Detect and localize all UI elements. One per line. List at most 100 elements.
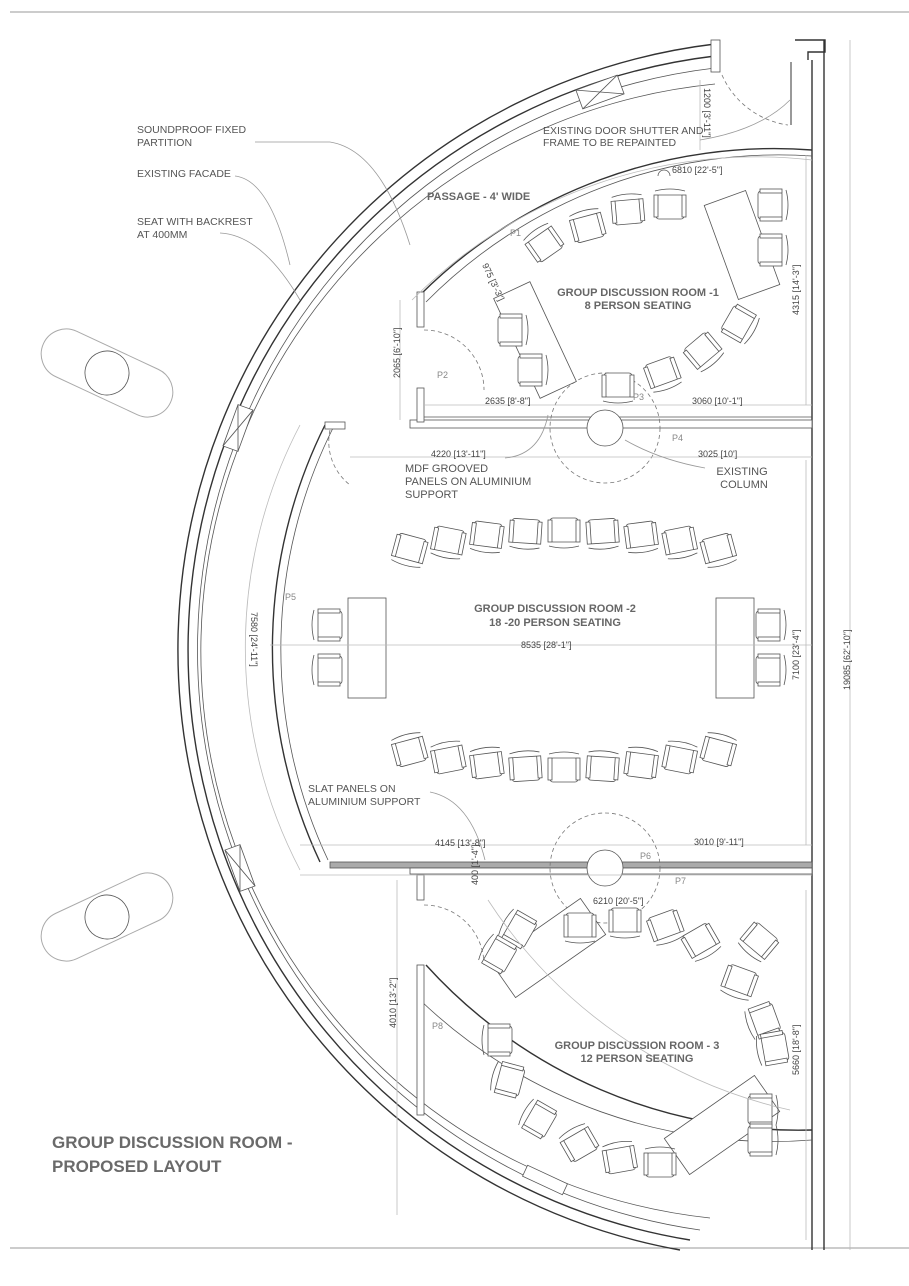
chair (757, 233, 789, 267)
chair (469, 746, 505, 780)
dim-left-low: 4145 [13'-8"] (435, 838, 485, 848)
annotation-leaders (219, 99, 791, 861)
dim-right-low: 3010 [9'-11"] (694, 837, 744, 847)
dim-left-top: 2635 [8'-8"] (485, 396, 530, 406)
dim-right-mid: 3025 [10'] (698, 449, 737, 459)
room2-door-swing[interactable] (328, 429, 351, 486)
chair (497, 313, 529, 347)
chair (547, 751, 581, 783)
arc-symbol-icon (657, 169, 671, 177)
column-clearance-top (549, 372, 661, 484)
room2-seating: 18 -20 PERSON SEATING (489, 617, 621, 629)
dimension-lines (244, 40, 851, 1250)
room1-door-swing[interactable] (423, 329, 485, 391)
chairs (311, 188, 790, 1178)
chair (508, 750, 543, 782)
chair (756, 1030, 790, 1067)
chair (469, 520, 505, 554)
chair (661, 740, 699, 775)
drawing-title-line1: GROUP DISCUSSION ROOM - (52, 1133, 293, 1152)
existing-column-bottom (586, 849, 624, 887)
chair (429, 525, 467, 560)
column-clearance-bottom (549, 812, 661, 924)
chair (737, 921, 780, 963)
panel-tags: P1 P2 P3 P4 P5 P6 P7 P8 (285, 228, 686, 1031)
chair (643, 1146, 677, 1178)
chair (523, 222, 565, 263)
passage-label: PASSAGE - 4' WIDE (427, 191, 530, 203)
dim-room2-depth: 7100 [23'-4"] (791, 630, 801, 680)
panel-tag-p2: P2 (437, 370, 448, 380)
dim-door-width: 1200 [3'-11"] (702, 88, 712, 138)
dim-gap: 400 [1'-4"] (470, 845, 480, 885)
panel-tag-p1: P1 (510, 228, 521, 238)
slat-panel-wall (329, 861, 813, 901)
exterior-columns (40, 328, 174, 962)
room1-name: GROUP DISCUSSION ROOM -1 (557, 287, 719, 299)
dim-room2-arc: 7580 [24'-11"] (249, 612, 259, 667)
chair (755, 608, 787, 642)
chair (747, 1123, 779, 1157)
panel-tag-p8: P8 (432, 1021, 443, 1031)
dim-room1-depth: 4315 [14'-3"] (791, 265, 801, 315)
room3-door-swing[interactable] (423, 904, 485, 966)
tables (347, 189, 781, 1176)
chair (608, 907, 642, 939)
chair (757, 188, 789, 222)
chair (568, 208, 607, 243)
panel-tag-p6: P6 (640, 851, 651, 861)
chair (623, 746, 659, 780)
chair (699, 533, 738, 568)
room2-name: GROUP DISCUSSION ROOM -2 (474, 603, 636, 615)
chair (311, 653, 343, 687)
chair (490, 1060, 525, 1099)
chair (429, 740, 467, 775)
drawing-title-line2: PROPOSED LAYOUT (52, 1157, 222, 1176)
chair (643, 356, 682, 393)
dim-p1-offset: 975 [3'-3"] (480, 262, 506, 303)
facade-window-markers (222, 74, 625, 1196)
chair (390, 533, 429, 568)
panel-tag-p7: P7 (675, 876, 686, 886)
existing-column-top (586, 409, 624, 447)
dim-room1-arc: 6810 [22'-5"] (672, 165, 722, 175)
chair (311, 608, 343, 642)
dim-room3-depth: 5660 [18'-8"] (791, 1025, 801, 1075)
note-existing-facade: EXISTING FACADE (137, 168, 231, 180)
chair (390, 732, 429, 767)
dim-room3-arc: 6210 [20'-5"] (593, 896, 643, 906)
door-swing[interactable] (721, 74, 789, 126)
chair (680, 922, 722, 962)
room3-name: GROUP DISCUSSION ROOM - 3 (555, 1040, 720, 1052)
chair (661, 525, 699, 560)
dim-p8-height: 4010 [13'-2"] (388, 978, 398, 1028)
dim-right-top: 3060 [10'-1"] (692, 396, 742, 406)
chair (478, 933, 518, 975)
room3-seating: 12 PERSON SEATING (581, 1053, 694, 1065)
chair (547, 517, 581, 549)
right-wall (811, 40, 825, 1250)
chair (699, 732, 738, 767)
dim-left-mid: 4220 [13'-11"] (431, 449, 486, 459)
chair (508, 518, 543, 550)
room1-seating: 8 PERSON SEATING (585, 300, 692, 312)
chair (720, 964, 759, 1001)
chair (601, 1141, 638, 1175)
chair (653, 188, 687, 220)
chair (498, 908, 538, 950)
dim-room2-width: 8535 [28'-1"] (521, 640, 571, 650)
chair (585, 750, 620, 782)
chair (558, 1123, 600, 1163)
chair (601, 372, 635, 404)
chair (517, 353, 549, 387)
chair (755, 653, 787, 687)
chair (682, 331, 725, 373)
chair (720, 303, 760, 345)
